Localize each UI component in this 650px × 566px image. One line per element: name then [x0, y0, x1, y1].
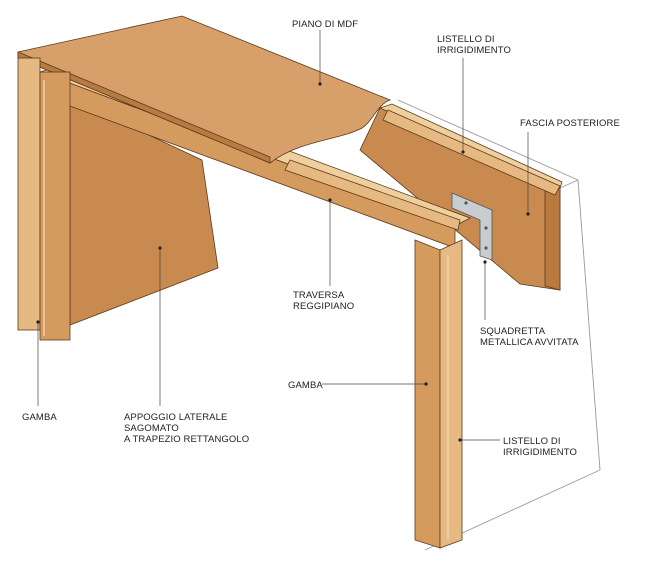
label-text: GAMBA: [22, 412, 57, 423]
label-text: IRRIGIDIMENTO: [437, 45, 511, 56]
label-gamba-mid: GAMBA: [288, 380, 428, 391]
label-appoggio: APPOGGIO LATERALE SAGOMATO A TRAPEZIO RE…: [124, 246, 249, 445]
label-text: GAMBA: [288, 380, 323, 391]
label-text: SQUADRETTA: [480, 326, 546, 337]
label-text: REGGIPIANO: [293, 301, 354, 312]
label-piano-mdf: PIANO DI MDF: [292, 19, 358, 86]
label-squadretta: SQUADRETTA METALLICA AVVITATA: [480, 260, 579, 348]
label-text: LISTELLO DI: [437, 34, 495, 45]
label-listello-bottom: LISTELLO DI IRRIGIDIMENTO: [458, 436, 577, 458]
ghost-outline: [397, 99, 601, 551]
label-text: APPOGGIO LATERALE: [124, 412, 227, 423]
label-text: METALLICA AVVITATA: [480, 337, 579, 348]
label-gamba-left: GAMBA: [22, 320, 57, 423]
label-fascia: FASCIA POSTERIORE: [520, 118, 620, 216]
label-text: IRRIGIDIMENTO: [503, 447, 577, 458]
inner-rail-strip: [284, 159, 461, 231]
label-text: LISTELLO DI: [503, 436, 561, 447]
mdf-tabletop: [17, 15, 392, 164]
left-leg-front: [17, 57, 71, 341]
metal-bracket: [451, 192, 493, 261]
label-listello-top: LISTELLO DI IRRIGIDIMENTO: [437, 34, 511, 154]
label-traversa: TRAVERSA REGGIPIANO: [293, 198, 354, 312]
top-stiffening-strip: [382, 109, 561, 196]
label-text: SAGOMATO: [124, 423, 179, 434]
label-text: PIANO DI MDF: [292, 19, 358, 30]
label-text: A TRAPEZIO RETTANGOLO: [124, 434, 249, 445]
label-text: TRAVERSA: [293, 290, 345, 301]
right-leg-front: [414, 239, 463, 549]
label-text: FASCIA POSTERIORE: [520, 118, 620, 129]
